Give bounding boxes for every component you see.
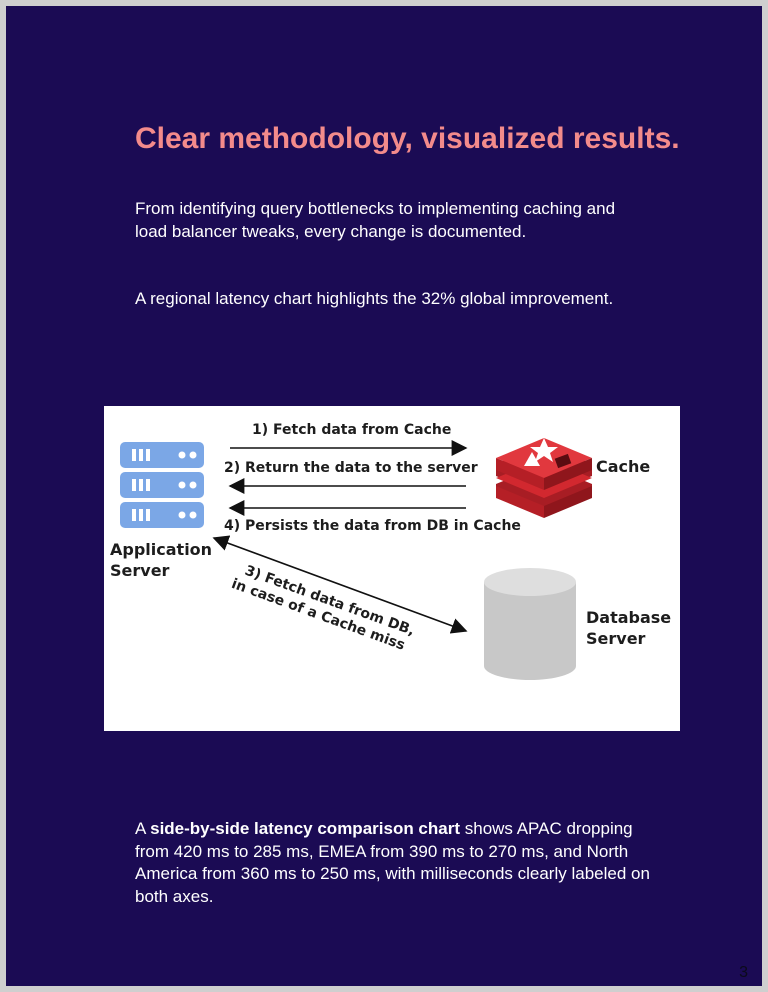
step-4-label: 4) Persists the data from DB in Cache — [224, 518, 521, 534]
cache-stack-icon — [496, 438, 592, 518]
page-number: 3 — [739, 964, 748, 981]
chart-note-paragraph: A regional latency chart highlights the … — [135, 289, 614, 308]
cache-label: Cache — [596, 457, 650, 476]
server-rack-icon — [120, 442, 204, 528]
intro-paragraph: From identifying query bottlenecks to im… — [135, 199, 616, 241]
app-server-label-1: Application — [110, 540, 212, 559]
cache-architecture-diagram: Application Server Cache — [104, 406, 680, 731]
page: Clear methodology, visualized results. F… — [6, 6, 762, 986]
database-label-2: Server — [586, 629, 646, 648]
database-label-1: Database — [586, 608, 671, 627]
page-heading: Clear methodology, visualized results. — [135, 122, 680, 155]
comparison-rest: shows APAC dropping from 420 ms to 285 m… — [135, 819, 650, 906]
app-server-label-2: Server — [110, 561, 170, 580]
comparison-bold: side-by-side latency comparison chart — [150, 819, 461, 838]
step-2-label: 2) Return the data to the server — [224, 460, 478, 476]
comparison-paragraph: A side-by-side latency comparison chart … — [135, 818, 655, 908]
database-cylinder-icon — [484, 568, 576, 680]
arrow-fetch-db — [212, 535, 468, 634]
comparison-prefix: A — [135, 819, 151, 838]
step-1-label: 1) Fetch data from Cache — [252, 422, 451, 438]
